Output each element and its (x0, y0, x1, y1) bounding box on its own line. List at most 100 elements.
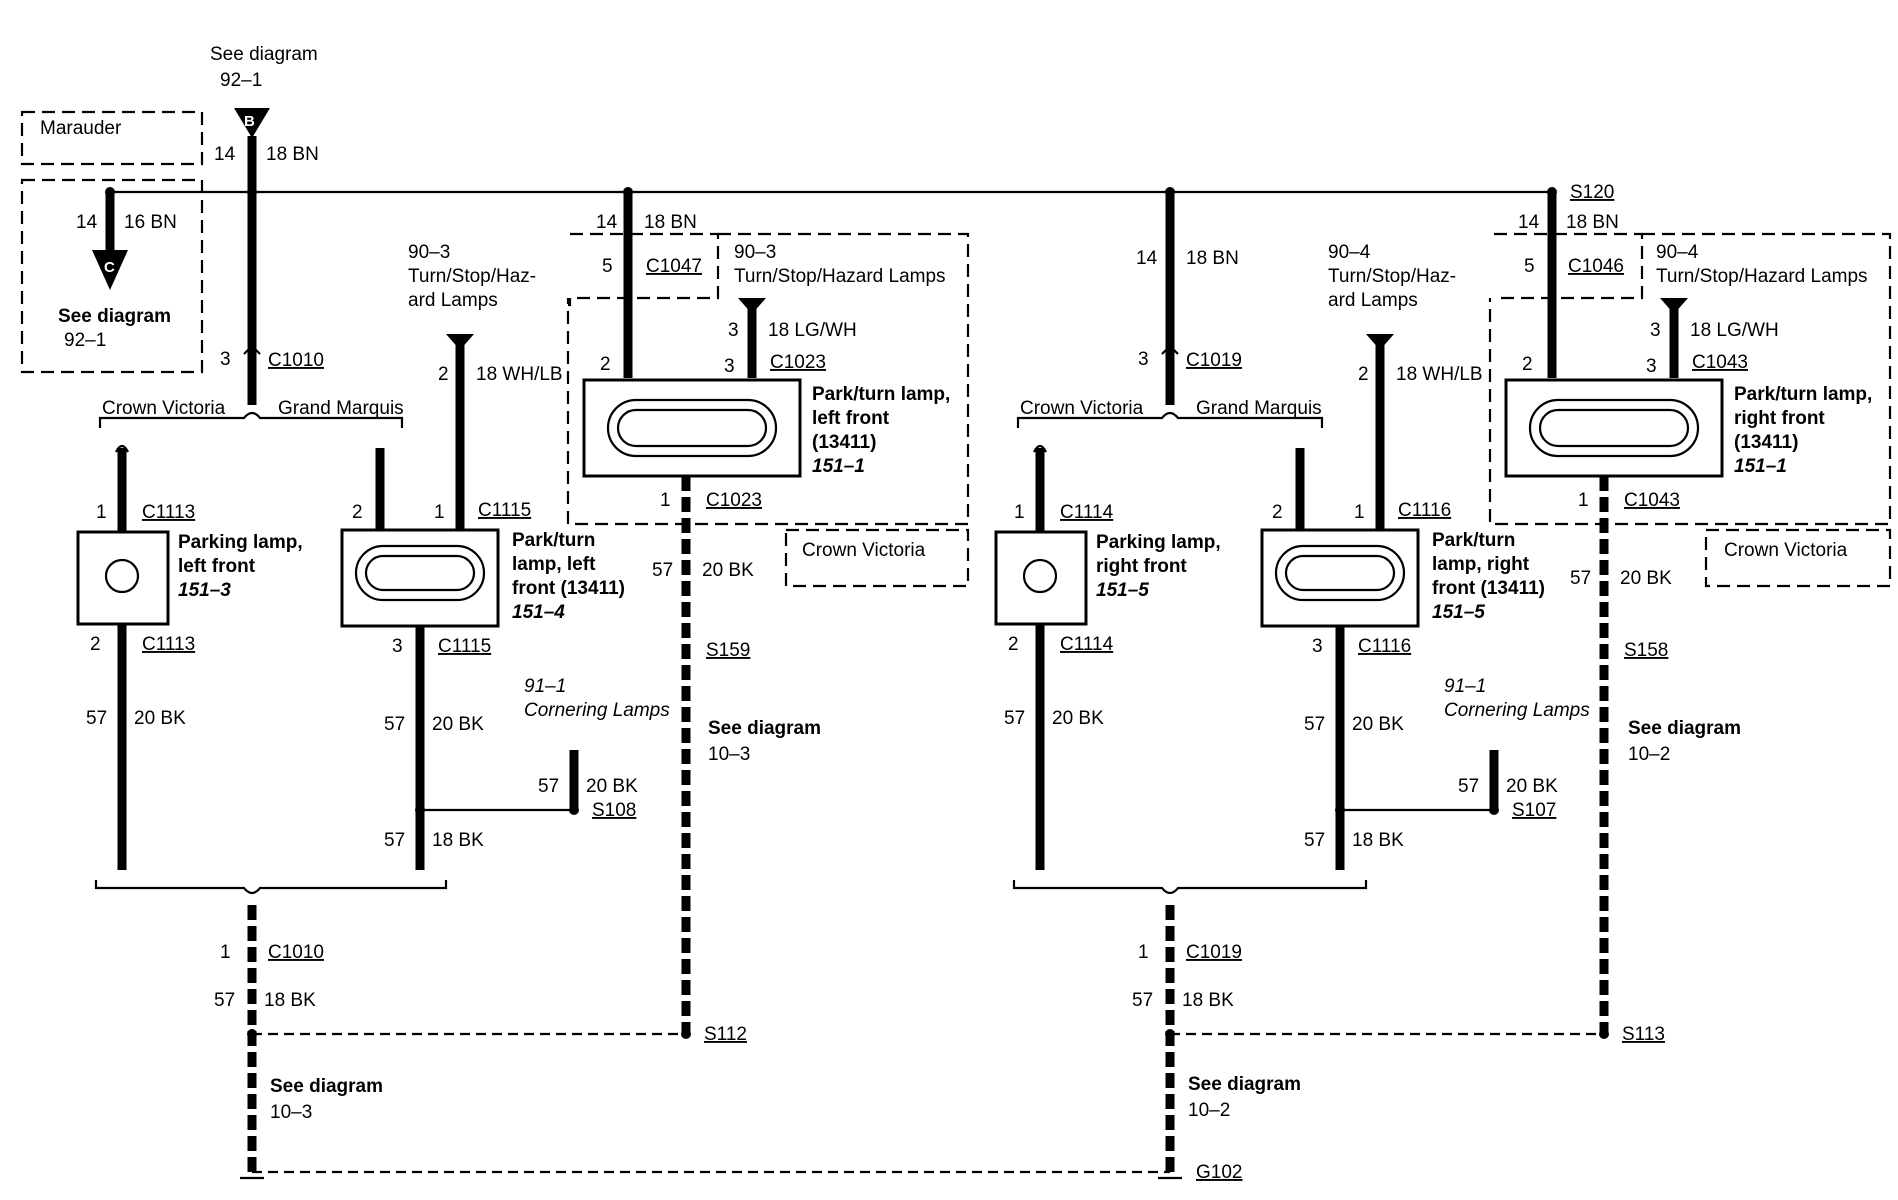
right-parking-bot-pin: 2 (1008, 634, 1019, 655)
right-parking-top-pin: 1 (1014, 502, 1025, 523)
right-cv-see-ref: 10–2 (1628, 744, 1670, 765)
right-cornering-wire: 20 BK (1506, 776, 1558, 797)
left-gm-circuit2: 57 (384, 830, 405, 851)
right-gm-label: Grand Marquis (1196, 398, 1322, 419)
right-gm-circuit2: 57 (1304, 830, 1325, 851)
right-cv-box-label: Turn/Stop/Hazard Lamps (1656, 266, 1868, 287)
c1019-bot-wire: 18 BK (1182, 990, 1234, 1011)
connector-b-arrow-icon (234, 108, 270, 138)
right-turn-ref-arrow-icon (1366, 334, 1394, 350)
main-wire-label: 18 BN (266, 144, 319, 165)
s113-label: S113 (1622, 1024, 1665, 1045)
right-parking-top-break (1033, 444, 1047, 453)
right-cv-c1046: C1046 (1568, 256, 1624, 277)
bus-dot-main (247, 187, 257, 197)
left-cv-bot-conn: C1023 (706, 490, 762, 511)
left-gm-name3: front (13411) (512, 578, 625, 599)
left-turn-line1: Turn/Stop/Haz- (408, 266, 536, 287)
right-gm-lamp (1260, 528, 1420, 628)
left-turn-line2: ard Lamps (408, 290, 498, 311)
right-cv-name2: right front (1734, 408, 1825, 429)
right-gm-bulb-inner-icon (1284, 554, 1396, 592)
s120-label: S120 (1570, 182, 1614, 203)
c1019-top-pin: 3 (1138, 349, 1149, 370)
left-cv-pin3: 3 (728, 320, 739, 341)
left-cv-pin14: 14 (596, 212, 618, 233)
marauder-label: Marauder (40, 118, 122, 139)
s112-label: S112 (704, 1024, 747, 1045)
left-parking-bot-conn: C1113 (142, 634, 195, 655)
right-gm-circuit: 57 (1304, 714, 1325, 735)
right-parking-ref: 151–5 (1096, 580, 1149, 601)
right-cv-wire14: 18 BN (1566, 212, 1619, 233)
left-cornering-wire: 20 BK (586, 776, 638, 797)
right-cv-name3: (13411) (1734, 432, 1798, 453)
right-gm-conn: C1116 (1398, 500, 1451, 521)
left-parking-top-break (115, 444, 129, 453)
left-gm-name2: lamp, left (512, 554, 596, 575)
left-cv-pin2: 2 (600, 354, 611, 375)
left-cv-lgwh-arrow-icon (738, 298, 766, 314)
right-cornering-label: Cornering Lamps (1444, 700, 1590, 721)
right-cv-wire: 20 BK (1620, 568, 1672, 589)
left-cv-wire3: 18 LG/WH (768, 320, 857, 341)
left-gm-pin-b: 1 (434, 502, 445, 523)
right-cv-box-ref: 90–4 (1656, 242, 1699, 263)
right-ground-see: See diagram (1188, 1074, 1301, 1095)
c1019-bot-pin: 1 (1138, 942, 1149, 963)
left-cv-box-top (568, 232, 720, 307)
left-cv-pin5: 5 (602, 256, 613, 277)
c1010-top-label: C1010 (268, 350, 324, 371)
right-cv-name1: Park/turn lamp, (1734, 384, 1872, 405)
left-parking-circuit: 57 (86, 708, 107, 729)
c1019-top-symbol (1161, 344, 1179, 355)
left-cornering-label: Cornering Lamps (524, 700, 670, 721)
c1010-bot-pin: 1 (220, 942, 231, 963)
left-parking-top-conn: C1113 (142, 502, 195, 523)
c1010-top-symbol (243, 344, 261, 355)
right-parking-bulb-icon (1022, 558, 1058, 594)
right-turn-line1: Turn/Stop/Haz- (1328, 266, 1456, 287)
left-ground-ref: 10–3 (270, 1102, 312, 1123)
left-branch-see: See diagram (58, 306, 171, 327)
left-cv-box (566, 232, 970, 526)
left-parking-name2: left front (178, 556, 256, 577)
right-main-wire-label: 18 BN (1186, 248, 1239, 269)
right-cv-bulb-inner-icon (1538, 408, 1690, 448)
left-gm-conn: C1115 (478, 500, 531, 521)
right-cv-bot-conn: C1043 (1624, 490, 1680, 511)
c1019-bot-circuit: 57 (1132, 990, 1153, 1011)
left-cv-box-label: Turn/Stop/Hazard Lamps (734, 266, 946, 287)
s107-label: S107 (1512, 800, 1556, 821)
left-parking-bot-pin: 2 (90, 634, 101, 655)
right-ground-ref: 10–2 (1188, 1100, 1230, 1121)
right-cv-pin3b: 3 (1646, 356, 1657, 377)
right-bottom-bracket (1012, 880, 1368, 895)
c1019-bot-label: C1019 (1186, 942, 1242, 963)
left-turn-ref: 90–3 (408, 242, 450, 263)
right-cv-bot-pin: 1 (1578, 490, 1589, 511)
right-gm-bulb-outer-icon (1274, 544, 1406, 602)
right-gm-bot-pin: 3 (1312, 636, 1323, 657)
left-parking-lamp (76, 530, 170, 626)
c1010-top-pin: 3 (220, 349, 231, 370)
left-branch-pin: 14 (76, 212, 98, 233)
right-cv-bulb-outer-icon (1528, 398, 1700, 458)
right-parking-name1: Parking lamp, (1096, 532, 1221, 553)
right-variant-bracket (1016, 411, 1324, 428)
left-branch-ref: 92–1 (64, 330, 106, 351)
right-cv-pin3: 3 (1650, 320, 1661, 341)
left-cornering-ref: 91–1 (524, 676, 566, 697)
left-gm-bulb-inner-icon (364, 554, 476, 592)
right-gm-name1: Park/turn (1432, 530, 1515, 551)
left-gm-wire2: 18 BK (432, 830, 484, 851)
right-cv-lgwh-arrow-icon (1660, 298, 1688, 314)
right-cv-c1043-top: C1043 (1692, 352, 1748, 373)
left-cv-c1023-top: C1023 (770, 352, 826, 373)
g102-label: G102 (1196, 1162, 1242, 1183)
right-gm-wire: 20 BK (1352, 714, 1404, 735)
left-variant-bracket (98, 411, 404, 428)
right-gm-bot-conn: C1116 (1358, 636, 1411, 657)
left-gm-wire: 20 BK (432, 714, 484, 735)
right-cv-pin2: 2 (1522, 354, 1533, 375)
